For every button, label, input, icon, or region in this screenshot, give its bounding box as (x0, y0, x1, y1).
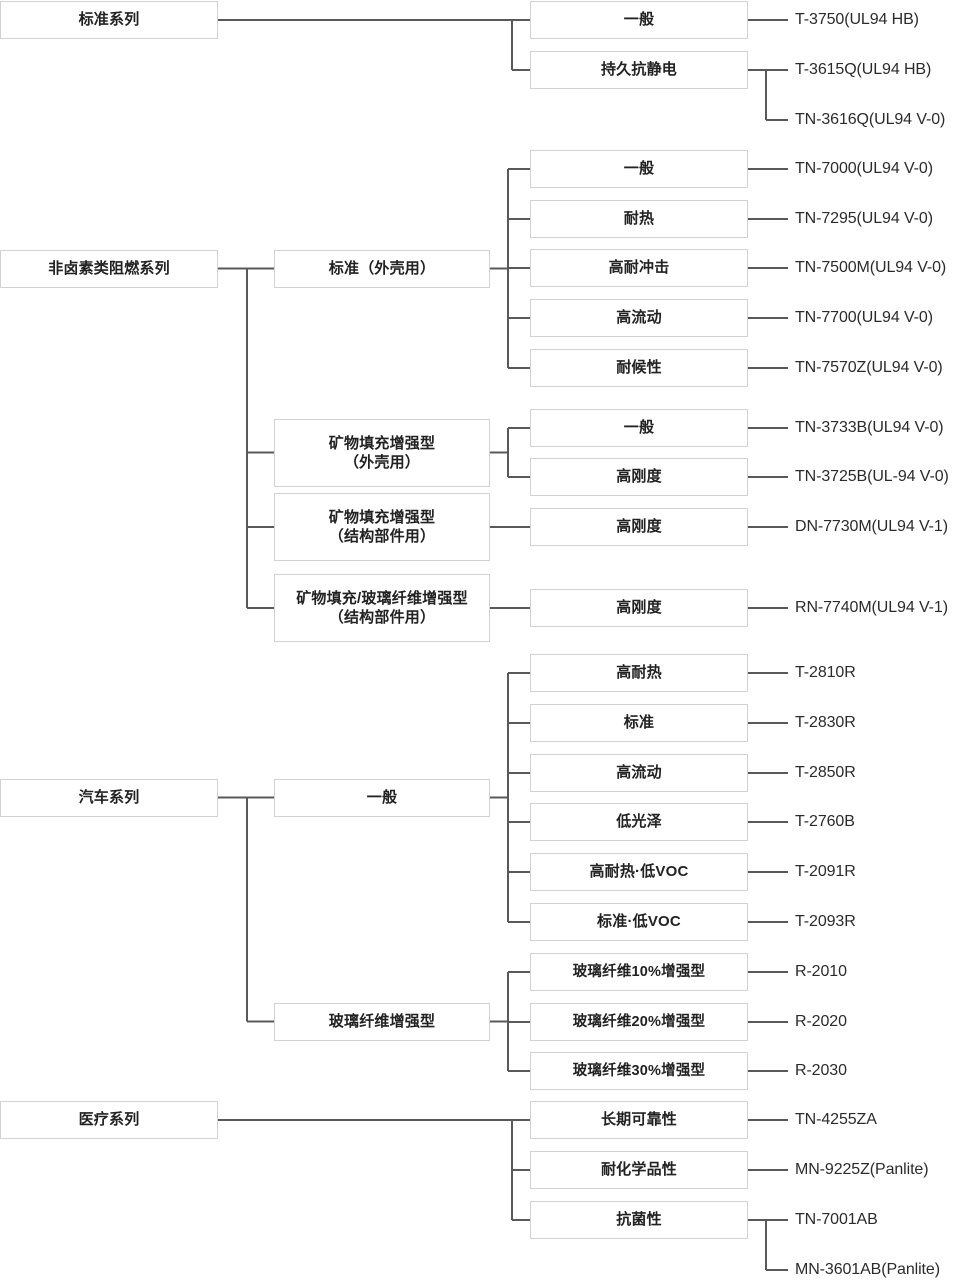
grade-label[interactable]: TN-4255ZA (795, 1111, 877, 1128)
grade-label[interactable]: MN-9225Z(Panlite) (795, 1161, 929, 1178)
grade-label[interactable]: T-3750(UL94 HB) (795, 11, 919, 28)
grade-label[interactable]: DN-7730M(UL94 V-1) (795, 518, 948, 535)
grade-label[interactable]: T-2091R (795, 863, 856, 880)
type-node-halogen-free-flame-retardant-0-4[interactable]: 耐候性 (530, 349, 748, 387)
grade-label[interactable]: R-2020 (795, 1013, 847, 1030)
grade-label[interactable]: TN-7000(UL94 V-0) (795, 160, 933, 177)
type-node-automotive-1-2[interactable]: 玻璃纤维30%增强型 (530, 1052, 748, 1090)
series-node-standard[interactable]: 标准系列 (0, 1, 218, 39)
series-node-halogen-free-flame-retardant[interactable]: 非卤素类阻燃系列 (0, 250, 218, 288)
grade-label[interactable]: T-2850R (795, 764, 856, 781)
group-node-halogen-free-flame-retardant-3[interactable]: 矿物填充/玻璃纤维增强型 （结构部件用） (274, 574, 490, 642)
grade-label[interactable]: TN-3725B(UL-94 V-0) (795, 468, 949, 485)
type-node-halogen-free-flame-retardant-1-0[interactable]: 一般 (530, 409, 748, 447)
grade-label[interactable]: T-2810R (795, 664, 856, 681)
grade-label[interactable]: T-2830R (795, 714, 856, 731)
grade-label[interactable]: TN-3733B(UL94 V-0) (795, 419, 944, 436)
series-node-medical[interactable]: 医疗系列 (0, 1101, 218, 1139)
type-node-halogen-free-flame-retardant-0-2[interactable]: 高耐冲击 (530, 249, 748, 287)
type-node-automotive-0-5[interactable]: 标准·低VOC (530, 903, 748, 941)
group-node-halogen-free-flame-retardant-2[interactable]: 矿物填充增强型 （结构部件用） (274, 493, 490, 561)
grade-label[interactable]: R-2030 (795, 1062, 847, 1079)
series-node-automotive[interactable]: 汽车系列 (0, 779, 218, 817)
grade-label[interactable]: TN-7295(UL94 V-0) (795, 210, 933, 227)
grade-label[interactable]: T-2093R (795, 913, 856, 930)
type-node-halogen-free-flame-retardant-0-0[interactable]: 一般 (530, 150, 748, 188)
type-node-medical-0-2[interactable]: 抗菌性 (530, 1201, 748, 1239)
grade-label[interactable]: R-2010 (795, 963, 847, 980)
group-node-halogen-free-flame-retardant-0[interactable]: 标准（外壳用） (274, 250, 490, 288)
type-node-automotive-0-4[interactable]: 高耐热·低VOC (530, 853, 748, 891)
type-node-standard-0-0[interactable]: 一般 (530, 1, 748, 39)
grade-label[interactable]: MN-3601AB(Panlite) (795, 1261, 940, 1278)
type-node-halogen-free-flame-retardant-1-1[interactable]: 高刚度 (530, 458, 748, 496)
grade-label[interactable]: TN-7001AB (795, 1211, 878, 1228)
type-node-automotive-0-1[interactable]: 标准 (530, 704, 748, 742)
type-node-automotive-1-1[interactable]: 玻璃纤维20%增强型 (530, 1003, 748, 1041)
grade-label[interactable]: TN-7700(UL94 V-0) (795, 309, 933, 326)
grade-label[interactable]: TN-3616Q(UL94 V-0) (795, 111, 946, 128)
type-node-automotive-1-0[interactable]: 玻璃纤维10%增强型 (530, 953, 748, 991)
group-node-halogen-free-flame-retardant-1[interactable]: 矿物填充增强型 （外壳用） (274, 419, 490, 487)
type-node-standard-0-1[interactable]: 持久抗静电 (530, 51, 748, 89)
type-node-automotive-0-0[interactable]: 高耐热 (530, 654, 748, 692)
group-node-automotive-0[interactable]: 一般 (274, 779, 490, 817)
type-node-halogen-free-flame-retardant-3-0[interactable]: 高刚度 (530, 589, 748, 627)
type-node-automotive-0-3[interactable]: 低光泽 (530, 803, 748, 841)
grade-label[interactable]: TN-7570Z(UL94 V-0) (795, 359, 943, 376)
type-node-automotive-0-2[interactable]: 高流动 (530, 754, 748, 792)
grade-label[interactable]: RN-7740M(UL94 V-1) (795, 599, 948, 616)
type-node-medical-0-1[interactable]: 耐化学品性 (530, 1151, 748, 1189)
group-node-automotive-1[interactable]: 玻璃纤维增强型 (274, 1003, 490, 1041)
grade-label[interactable]: TN-7500M(UL94 V-0) (795, 259, 947, 276)
type-node-halogen-free-flame-retardant-0-1[interactable]: 耐热 (530, 200, 748, 238)
grade-label[interactable]: T-3615Q(UL94 HB) (795, 61, 932, 78)
type-node-halogen-free-flame-retardant-0-3[interactable]: 高流动 (530, 299, 748, 337)
type-node-halogen-free-flame-retardant-2-0[interactable]: 高刚度 (530, 508, 748, 546)
type-node-medical-0-0[interactable]: 长期可靠性 (530, 1101, 748, 1139)
grade-label[interactable]: T-2760B (795, 813, 855, 830)
